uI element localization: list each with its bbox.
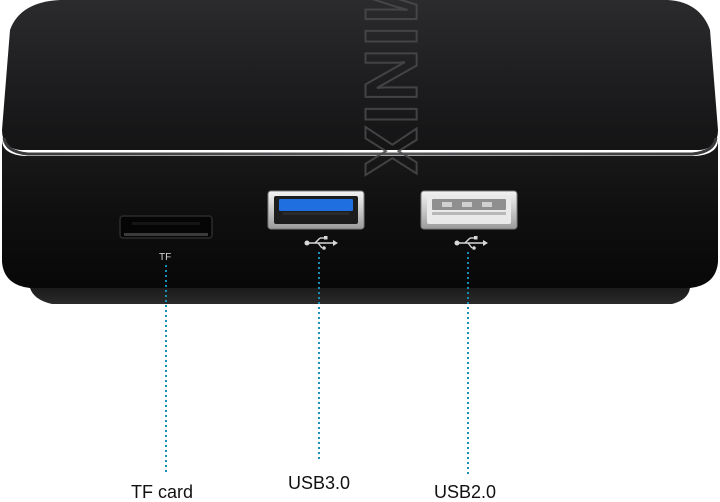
brand-logo: MINIX <box>348 0 433 179</box>
usb3-label: USB3.0 <box>288 473 351 493</box>
usb3-port <box>267 190 365 230</box>
tf-card-label: TF card <box>131 482 194 502</box>
usb2-label: USB2.0 <box>434 482 497 502</box>
tf-card-slot <box>119 215 213 239</box>
device-top-surface <box>2 0 718 150</box>
usb2-port <box>420 190 518 230</box>
usb-icon <box>304 236 338 250</box>
tf-port-label: TF <box>159 252 172 263</box>
device-base <box>30 288 690 304</box>
device-top-edge <box>2 137 718 156</box>
usb-icon <box>454 236 488 250</box>
brand-logo-text: MINIX <box>349 0 432 178</box>
